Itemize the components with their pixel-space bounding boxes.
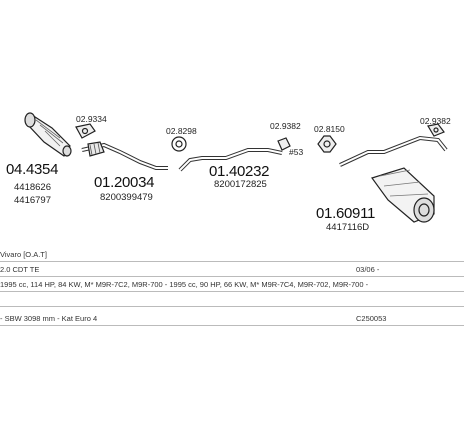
part-code: 01.40232 — [209, 163, 270, 180]
middle-pipe-icon — [178, 148, 283, 172]
part-ref: 8200399479 — [100, 192, 153, 203]
table-cell: C250053 — [356, 314, 387, 323]
exhaust-drawing — [24, 112, 448, 223]
front-pipe-icon — [81, 141, 168, 170]
part-ref: 4417116D — [326, 222, 370, 233]
table-row: Vivaro [O.A.T] — [0, 248, 464, 262]
table-cell: 1995 cc, 114 HP, 84 KW, M* M9R-7C2, M9R-… — [0, 280, 369, 289]
clamp-icon — [171, 136, 187, 152]
part-ref: 4416797 — [14, 195, 51, 206]
part-code: 01.20034 — [94, 174, 155, 191]
table-row — [0, 293, 464, 307]
clamp-code: 02.8298 — [166, 126, 197, 136]
exhaust-diagram: 04.4354 4418626 4416797 02.9334 01.20034… — [6, 112, 451, 233]
part-ref: 8200172825 — [214, 179, 267, 190]
hanger-code: 02.9382 — [270, 121, 301, 131]
part-code: 01.60911 — [316, 205, 376, 222]
table-row: 2.0 CDT TE 03/06 - — [0, 263, 464, 277]
part-code: 04.4354 — [6, 161, 59, 178]
table-cell: - SBW 3098 mm - Kat Euro 4 — [0, 314, 98, 323]
hanger-code: 02.8150 — [314, 124, 345, 134]
table-cell: Vivaro [O.A.T] — [0, 250, 47, 259]
part-ref: 4418626 — [14, 182, 51, 193]
table-cell: 03/06 - — [356, 265, 380, 274]
gasket-rear-icon — [427, 123, 445, 137]
gasket-icon — [75, 123, 96, 139]
rear-muffler-icon — [339, 135, 448, 223]
gasket-code: 02.9382 — [420, 116, 451, 126]
catalytic-converter-icon — [24, 112, 72, 157]
gasket-code: 02.9334 — [76, 114, 107, 124]
hanger-icon — [277, 135, 337, 153]
part-extra: #53 — [289, 147, 304, 157]
table-cell: 2.0 CDT TE — [0, 265, 40, 274]
table-row: - SBW 3098 mm - Kat Euro 4 C250053 — [0, 312, 464, 326]
table-row: 1995 cc, 114 HP, 84 KW, M* M9R-7C2, M9R-… — [0, 278, 464, 292]
